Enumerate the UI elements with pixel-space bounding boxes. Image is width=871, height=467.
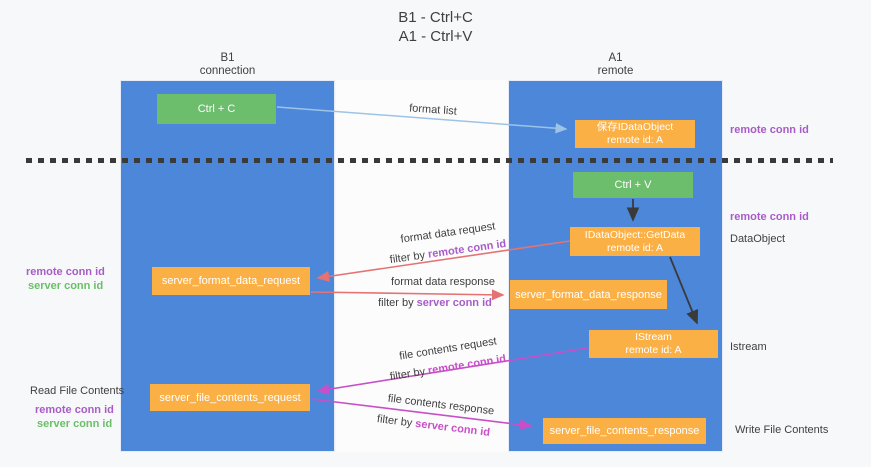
annotation-remote-conn-id-left-bottom: remote conn id	[35, 404, 114, 416]
node-idataobject-getdata: IDataObject::GetData remote id: A	[570, 227, 700, 256]
edge-label-format-data-response: format data response	[391, 276, 495, 288]
annotation-remote-conn-id-mid-right: remote conn id	[730, 211, 809, 223]
node-istream-line2: remote id: A	[625, 344, 682, 356]
node-idataobject-getdata-line1: IDataObject::GetData	[584, 228, 686, 241]
diagram-title-line2: A1 - Ctrl+V	[398, 28, 473, 45]
annotation-server-conn-id-left-top: server conn id	[28, 280, 104, 292]
node-server-format-data-request: server_format_data_request	[152, 267, 310, 295]
annotation-write-file-contents: Write File Contents	[735, 424, 829, 436]
lane-a1-name: A1	[608, 52, 623, 64]
lane-b1-name: B1	[220, 52, 235, 64]
node-idataobject-getdata-line2: remote id: A	[606, 241, 664, 254]
node-save-idataobject-line1: 保存IDataObject	[596, 121, 674, 133]
diagram-title-line1: B1 - Ctrl+C	[398, 9, 473, 26]
node-server-format-data-request-label: server_format_data_request	[161, 275, 301, 287]
node-server-format-data-response: server_format_data_response	[510, 280, 667, 309]
node-ctrl-c-label: Ctrl + C	[197, 103, 236, 115]
annotation-istream: Istream	[730, 341, 767, 353]
filter-by-text: filter by	[378, 297, 414, 309]
filter-key-server-conn-id: server conn id	[416, 297, 492, 309]
annotation-remote-conn-id-top-right: remote conn id	[730, 124, 809, 136]
node-save-idataobject: 保存IDataObject remote id: A	[575, 120, 695, 148]
node-server-file-contents-request-label: server_file_contents_request	[159, 391, 301, 404]
node-save-idataobject-line2: remote id: A	[606, 134, 664, 146]
node-istream: IStream remote id: A	[589, 330, 718, 358]
annotation-read-file-contents: Read File Contents	[30, 385, 125, 397]
node-server-file-contents-response-label: server_file_contents_response	[549, 425, 700, 437]
node-server-file-contents-request: server_file_contents_request	[150, 384, 310, 411]
lane-a1-subtitle: remote	[597, 65, 634, 77]
node-ctrl-v: Ctrl + V	[573, 172, 693, 198]
diagram-title: B1 - Ctrl+C A1 - Ctrl+V	[0, 8, 871, 46]
node-server-format-data-response-label: server_format_data_response	[515, 288, 662, 301]
lane-header-b1: B1 connection	[120, 52, 335, 78]
node-ctrl-c: Ctrl + C	[157, 94, 276, 124]
annotation-server-conn-id-left-bottom: server conn id	[37, 418, 113, 430]
node-istream-line1: IStream	[635, 331, 672, 343]
phase-divider-dashed-line	[26, 158, 833, 163]
lane-b1-subtitle: connection	[199, 65, 256, 77]
node-server-file-contents-response: server_file_contents_response	[543, 418, 706, 444]
edge-label-format-data-response-filter: filter by server conn id	[370, 297, 500, 309]
lane-header-a1: A1 remote	[508, 52, 723, 78]
annotation-remote-conn-id-left-top: remote conn id	[26, 266, 105, 278]
annotation-dataobject: DataObject	[730, 233, 786, 245]
node-ctrl-v-label: Ctrl + V	[614, 179, 652, 191]
